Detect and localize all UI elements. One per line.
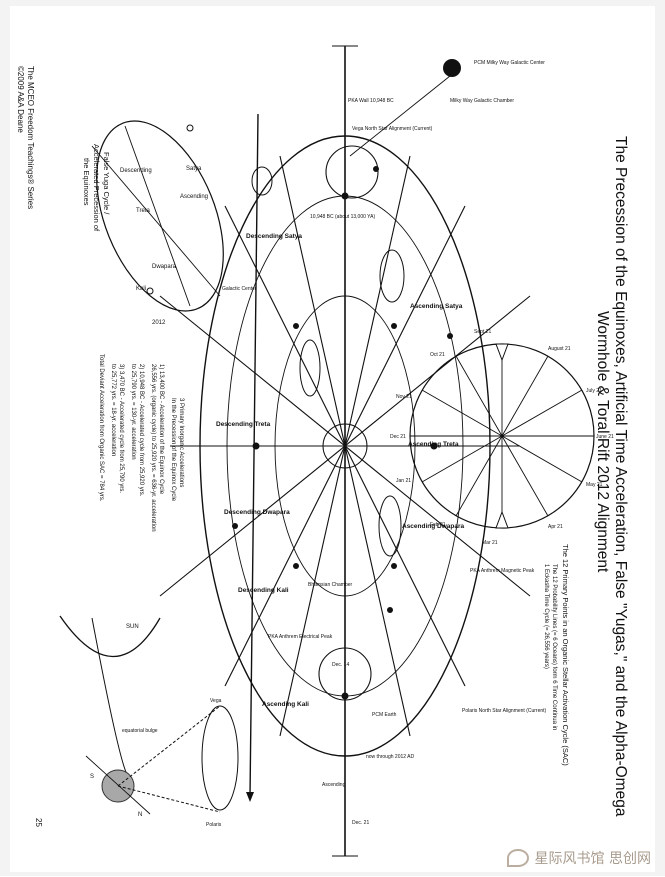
notes-item-1: 1) 13,400 BC - Acceleration of the Equin… [158, 364, 164, 495]
yuga-caption-2: Accelerated Precession of [92, 144, 101, 232]
watermark: 星际风书馆 思创网 [506, 848, 651, 868]
sac-label-jan: Jan 21 [396, 478, 411, 484]
yuga-label-satya: Satya [186, 166, 202, 172]
label-vega-alignment: Vega North Star Alignment (Current) [352, 126, 433, 132]
notes-item-4: to 25,790 yrs. = 130-yr. acceleration [130, 364, 136, 460]
yuga-label-kali: Kali [136, 286, 146, 292]
phase-descending-treta: Descending Treta [216, 421, 271, 428]
sac-label-nov: Nov 21 [396, 394, 412, 400]
notes-item-5: 3) 3,470 BC - Accelerated cycle from 25,… [118, 364, 124, 493]
sac-label-dec: Dec 21 [390, 434, 406, 440]
precession-diagram: The Precession of the Equinoxes, Artific… [16, 45, 629, 857]
yuga-label-dwapara: Dwapara [152, 264, 177, 270]
label-vega: Vega [210, 698, 222, 704]
phase-descending-satya: Descending Satya [246, 233, 302, 240]
sac-label-oct: Oct 21 [430, 352, 445, 358]
yuga-label-ascending: Ascending [180, 194, 208, 200]
notes-item-2: 26,556 yrs. (organic cycle) to 25,920 yr… [150, 364, 156, 532]
label-milky-way-chamber-top: Milky Way Galactic Chamber [450, 98, 514, 104]
sac-label-apr: Apr 21 [548, 524, 563, 530]
phase-ascending-treta: Ascending Treta [408, 441, 459, 448]
yuga-label-descending: Descending [120, 168, 152, 174]
notes-heading-2: In the Precession of the Equinox Cycle [170, 398, 176, 502]
yuga-caption-3: the Equinoxes [82, 158, 91, 206]
title-line-2: Wormhole & Toral Rift 2012 Alignment [594, 311, 611, 573]
label-equatorial-bulge: equatorial bulge [122, 728, 158, 734]
sac-label-mar: Mar 21 [482, 540, 498, 546]
title-line-1: The Precession of the Equinoxes, Artific… [612, 136, 629, 817]
label-ascending-bottom: Ascending [322, 782, 346, 788]
phase-ascending-satya: Ascending Satya [410, 303, 463, 310]
label-anthrem-electrical: PKA Anthrem Electrical Peak [268, 634, 333, 640]
sac-label-may: May 21 [586, 482, 603, 488]
yuga-label-treta: Treta [136, 208, 150, 214]
sac-label-aug: August 21 [548, 346, 571, 352]
sac-title: The 12 Primary Points in an Organic Stel… [561, 544, 570, 766]
sac-circle-diagram: Sept 21 Oct 21 Nov 21 Dec 21 Jan 21 Feb … [390, 329, 614, 766]
footer-block: The MCEO Freedom Teachings® Series ©2009… [16, 66, 35, 209]
label-now-through-2012: now through 2012 AD [366, 754, 414, 760]
label-polaris-alignment: Polaris North Star Alignment (Current) [462, 708, 547, 714]
label-n: N [138, 812, 142, 818]
label-bhamsian-chamber: Bhamsian Chamber [308, 582, 353, 588]
page-number: 25 [34, 818, 43, 827]
accelerations-notes: 3 Primary Inorganic Accelerations In the… [98, 354, 184, 532]
label-dec-21-bottom: Dec. 21 [352, 820, 369, 826]
earth-axis-inset: SUN equatorial bulge S N Vega Polaris [59, 615, 239, 828]
sac-label-sept: Sept 21 [474, 329, 491, 335]
label-10948-bc: 10,948 BC (about 13,000 YA) [310, 214, 375, 220]
watermark-text: 星际风书馆 思创网 [534, 851, 651, 867]
sac-subtitle-1: The 12 Probability Lines (= 6 Oceans) fo… [551, 564, 557, 730]
label-sun: SUN [126, 624, 139, 630]
label-s: S [90, 774, 94, 780]
notes-item-6: to 25,772 yrs. = 18-yr. acceleration [110, 364, 116, 456]
yuga-caption-1: False Yuga Cycle / [102, 152, 111, 215]
notes-heading-1: 3 Primary Inorganic Accelerations [178, 398, 184, 487]
title-block: The Precession of the Equinoxes, Artific… [594, 136, 629, 817]
yuga-label-2012: 2012 [152, 320, 166, 326]
document-sheet: The Precession of the Equinoxes, Artific… [10, 6, 655, 872]
footer-copyright: ©2009 A&A Deane [16, 66, 25, 133]
main-precession-ellipse: Ascending Satya Ascending Treta Ascendin… [159, 45, 547, 857]
sac-label-feb: Feb 21 [430, 522, 446, 528]
sac-label-june: June 21 [596, 434, 614, 440]
false-yuga-diagram: Satya Ascending Treta Dwapara Kali Desce… [82, 120, 224, 326]
watermark-logo-icon [506, 849, 529, 867]
label-pcm-earth: PCM Earth [372, 712, 397, 718]
label-dec-14: Dec. 14 [332, 662, 349, 668]
label-pka-wall: PKA Wall 10,948 BC [348, 98, 394, 104]
notes-total: Total Deviant Acceleration from Organic … [98, 354, 104, 502]
label-pcm-galactic-center: PCM Milky Way Galactic Center [474, 60, 545, 66]
label-polaris: Polaris [206, 822, 222, 828]
phase-descending-dwapara: Descending Dwapara [224, 509, 290, 516]
phase-ascending-dwapara: Ascending Dwapara [402, 523, 465, 530]
sac-label-july: July 21 [586, 388, 602, 394]
label-galactic-center-mid: Galactic Center [222, 286, 257, 292]
phase-descending-kali: Descending Kali [238, 587, 289, 594]
sac-subtitle-2: 1 Eckasha Time Cycle (= 26,556 years) [543, 564, 549, 669]
notes-item-3: 2) 10,948 BC - Accelerated cycle from 25… [138, 364, 144, 497]
label-anthrem-magnetic: PKA Anthrem Magnetic Peak [470, 568, 535, 574]
phase-ascending-kali: Ascending Kali [262, 701, 309, 708]
footer-series: The MCEO Freedom Teachings® Series [26, 66, 35, 209]
